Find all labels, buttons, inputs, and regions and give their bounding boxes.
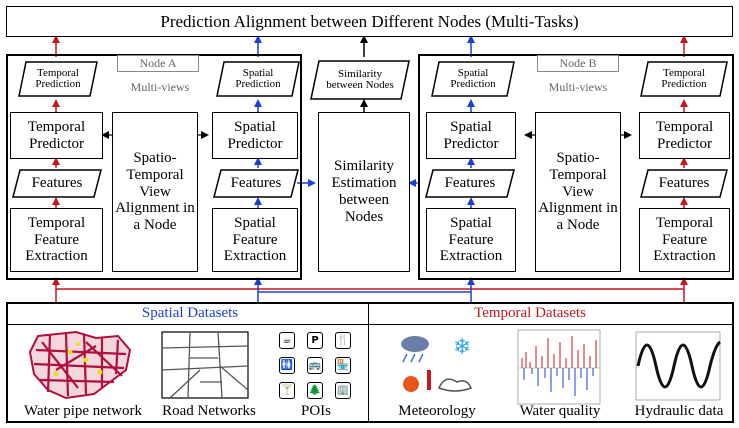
hydraulic-data-plot xyxy=(635,331,721,401)
restroom-icon: 🚻 xyxy=(279,357,295,374)
title-box: Prediction Alignment between Different N… xyxy=(6,6,733,37)
spatial-datasets-title: Spatial Datasets xyxy=(141,305,239,321)
node-a-spatial-extraction: Spatial Feature Extraction xyxy=(212,208,298,272)
dataset-water-pipe-network: Water pipe network xyxy=(24,403,142,419)
node-a-tag-label: Node A xyxy=(139,55,177,70)
node-b-spatial-extraction: Spatial Feature Extraction xyxy=(426,208,516,272)
fork-knife-icon: 🍴 xyxy=(335,332,351,349)
node-b-tag: Node B xyxy=(537,55,619,72)
node-a-spatial-features: Features xyxy=(213,169,299,198)
node-b-temporal-predictor: Temporal Predictor xyxy=(639,112,730,159)
road-networks-map xyxy=(161,331,249,399)
building-icon: 🏢 xyxy=(335,382,351,399)
cocktail-icon: 🍸 xyxy=(279,382,295,399)
node-b-alignment: Spatio-Temporal View Alignment in a Node xyxy=(535,112,621,272)
node-a-temporal-predictor: Temporal Predictor xyxy=(10,112,103,159)
node-b-tag-label: Node B xyxy=(559,55,597,70)
water-pipe-network-map xyxy=(28,330,132,400)
node-b-spatial-predictor: Spatial Predictor xyxy=(426,112,516,159)
node-a-temporal-prediction: Temporal Prediction xyxy=(18,61,98,97)
node-b-multiviews: Multi-views xyxy=(548,80,608,94)
node-b-spatial-prediction: Spatial Prediction xyxy=(431,61,515,97)
node-b-temporal-features: Features xyxy=(640,169,728,198)
node-b-spatial-features: Features xyxy=(425,169,515,198)
svg-text:❄: ❄ xyxy=(453,335,471,360)
dataset-pois: POIs xyxy=(300,403,331,419)
dataset-meteorology: Meteorology xyxy=(398,403,476,419)
node-a-temporal-extraction: Temporal Feature Extraction xyxy=(10,208,103,272)
node-a-tag: Node A xyxy=(117,55,199,72)
water-quality-plot xyxy=(517,329,601,405)
meteorology-icon: ❄ xyxy=(401,335,472,392)
node-a-temporal-features: Features xyxy=(12,169,102,198)
cup-icon: ☕ xyxy=(279,332,295,349)
dataset-water-quality: Water quality xyxy=(519,403,601,419)
node-b-temporal-prediction: Temporal Prediction xyxy=(640,61,728,97)
page-title: Prediction Alignment between Different N… xyxy=(160,11,579,31)
temporal-datasets-title: Temporal Datasets xyxy=(474,305,586,321)
node-a-alignment: Spatio-Temporal View Alignment in a Node xyxy=(112,112,198,272)
node-a-spatial-prediction: Spatial Prediction xyxy=(216,61,300,97)
shop-icon: 🏪 xyxy=(335,357,351,374)
datasets-header-divider xyxy=(6,324,734,325)
node-b-temporal-extraction: Temporal Feature Extraction xyxy=(639,208,730,272)
dataset-road-networks: Road Networks xyxy=(162,403,256,419)
dataset-hydraulic-data: Hydraulic data xyxy=(634,403,724,419)
datasets-panel xyxy=(6,302,734,423)
parking-icon: P xyxy=(307,332,323,349)
similarity-output: Similarity between Nodes xyxy=(310,60,410,100)
node-a-multiviews: Multi-views xyxy=(130,80,190,94)
similarity-estimation: Similarity Estimation between Nodes xyxy=(318,112,410,272)
datasets-vertical-divider xyxy=(368,302,369,423)
bus-icon: 🚌 xyxy=(307,357,323,374)
node-a-spatial-predictor: Spatial Predictor xyxy=(212,112,298,159)
park-icon: 🌲 xyxy=(307,382,323,399)
